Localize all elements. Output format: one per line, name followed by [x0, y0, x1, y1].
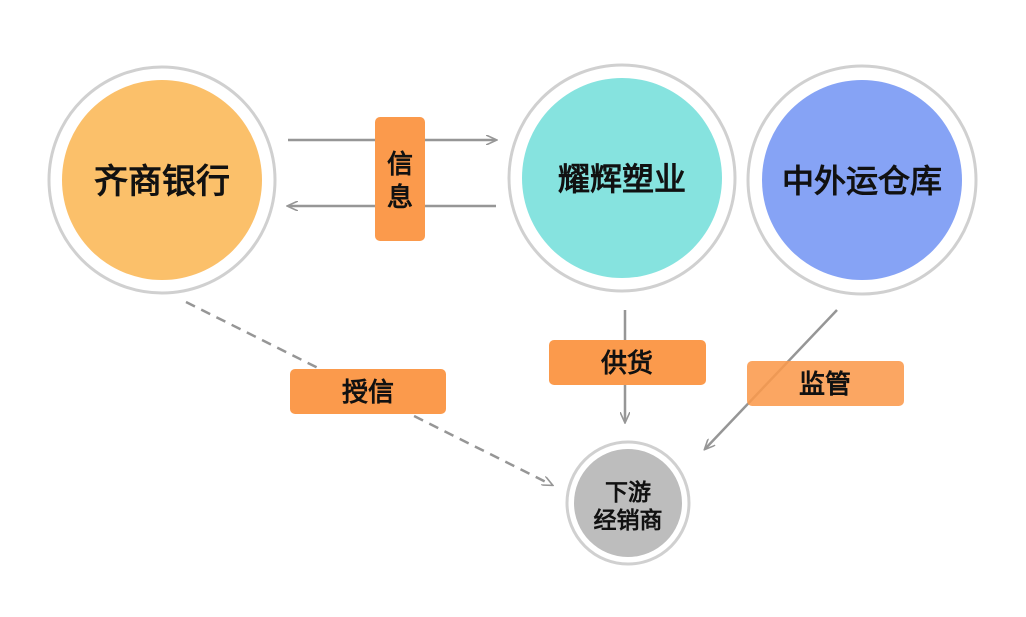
node-bank-label: 齐商银行	[94, 162, 230, 202]
node-plastics: 耀辉塑业	[507, 63, 737, 293]
edge-label-credit-text: 授信	[342, 378, 394, 408]
edge-label-credit: 授信	[290, 369, 446, 414]
node-distributor-label-line1: 下游	[605, 479, 651, 506]
edge-label-supervision-box	[747, 361, 904, 406]
node-bank-circle	[62, 80, 262, 280]
node-warehouse-label: 中外运仓库	[782, 162, 942, 200]
node-plastics-label: 耀辉塑业	[558, 160, 686, 198]
node-warehouse: 中外运仓库	[746, 64, 978, 296]
edge-label-information-char2: 息	[387, 182, 413, 213]
node-warehouse-circle	[762, 80, 962, 280]
edge-label-supervision: 监管	[747, 361, 904, 406]
edge-label-information-box	[375, 117, 425, 241]
edge-label-credit-box	[290, 369, 446, 414]
edge-label-supply-text: 供货	[600, 348, 653, 379]
node-distributor-label-line2: 经销商	[594, 507, 663, 534]
edge-label-information-char1: 信	[387, 150, 413, 180]
node-distributor-circle	[574, 449, 682, 557]
edge-label-supply: 供货	[549, 340, 706, 385]
edge-label-supply-box	[549, 340, 706, 385]
edge-label-information: 信 息	[375, 117, 425, 241]
edge-label-supervision-text: 监管	[799, 370, 851, 400]
node-plastics-circle	[522, 78, 722, 278]
node-distributor: 下游 经销商	[565, 440, 691, 566]
node-bank: 齐商银行	[47, 65, 277, 295]
